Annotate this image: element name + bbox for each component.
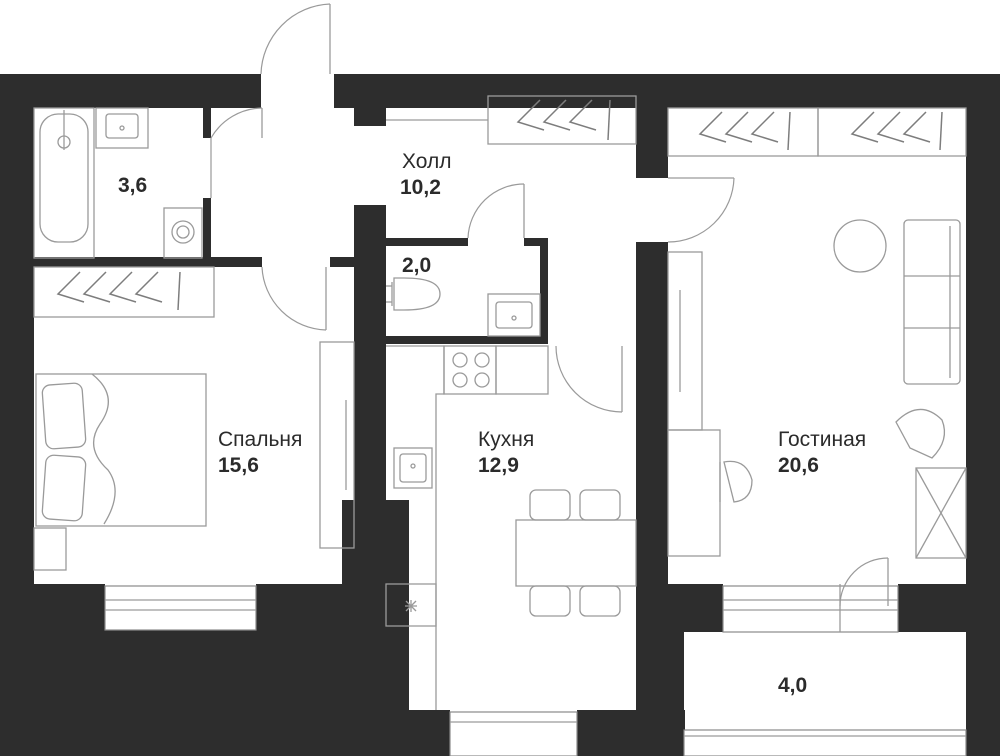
- hanger-icon: [56, 271, 181, 311]
- bed-icon: [35, 373, 207, 527]
- hanger-icon: [698, 111, 943, 151]
- windows: [104, 585, 967, 756]
- living-area: 20,6: [778, 454, 819, 477]
- toilet-icon: [386, 277, 441, 311]
- washing-machine-icon: [163, 207, 203, 259]
- living-wardrobe: [667, 107, 967, 157]
- tv-stand: [915, 467, 967, 559]
- hall-wardrobe: [386, 95, 637, 145]
- hanger-icon: [516, 99, 611, 141]
- kitchen-counter: [386, 345, 445, 710]
- dining-table-icon: [515, 489, 637, 617]
- living-name: Гостиная: [778, 428, 866, 451]
- kitchen-name: Кухня: [478, 428, 534, 451]
- kitchen-area: 12,9: [478, 454, 519, 477]
- sofa-icon: [903, 219, 961, 385]
- wc-area: 2,0: [402, 254, 431, 277]
- sink-icon: [487, 293, 541, 337]
- sink-icon: [393, 447, 433, 489]
- doors: [210, 3, 889, 632]
- armchair-icon: [895, 408, 946, 459]
- hall-area: 10,2: [400, 176, 441, 199]
- fridge-icon: [385, 583, 437, 627]
- living-cabinet: [667, 251, 703, 431]
- desk: [667, 429, 721, 557]
- coffee-table: [833, 219, 887, 273]
- stove-icon: [443, 345, 497, 395]
- bedroom-cabinet: [319, 341, 355, 549]
- bedroom-wardrobe: [33, 266, 215, 318]
- sink-icon: [95, 107, 149, 149]
- bathroom-area: 3,6: [118, 174, 147, 197]
- bedroom-name: Спальня: [218, 428, 302, 451]
- balcony-area: 4,0: [778, 674, 807, 697]
- kitchen-counter-top: [495, 345, 549, 395]
- hall-name: Холл: [402, 150, 452, 173]
- armchair-icon: [719, 460, 753, 503]
- walls: [0, 74, 1000, 756]
- nightstand: [33, 527, 67, 571]
- bathtub-icon: [33, 107, 95, 259]
- bedroom-area: 15,6: [218, 454, 259, 477]
